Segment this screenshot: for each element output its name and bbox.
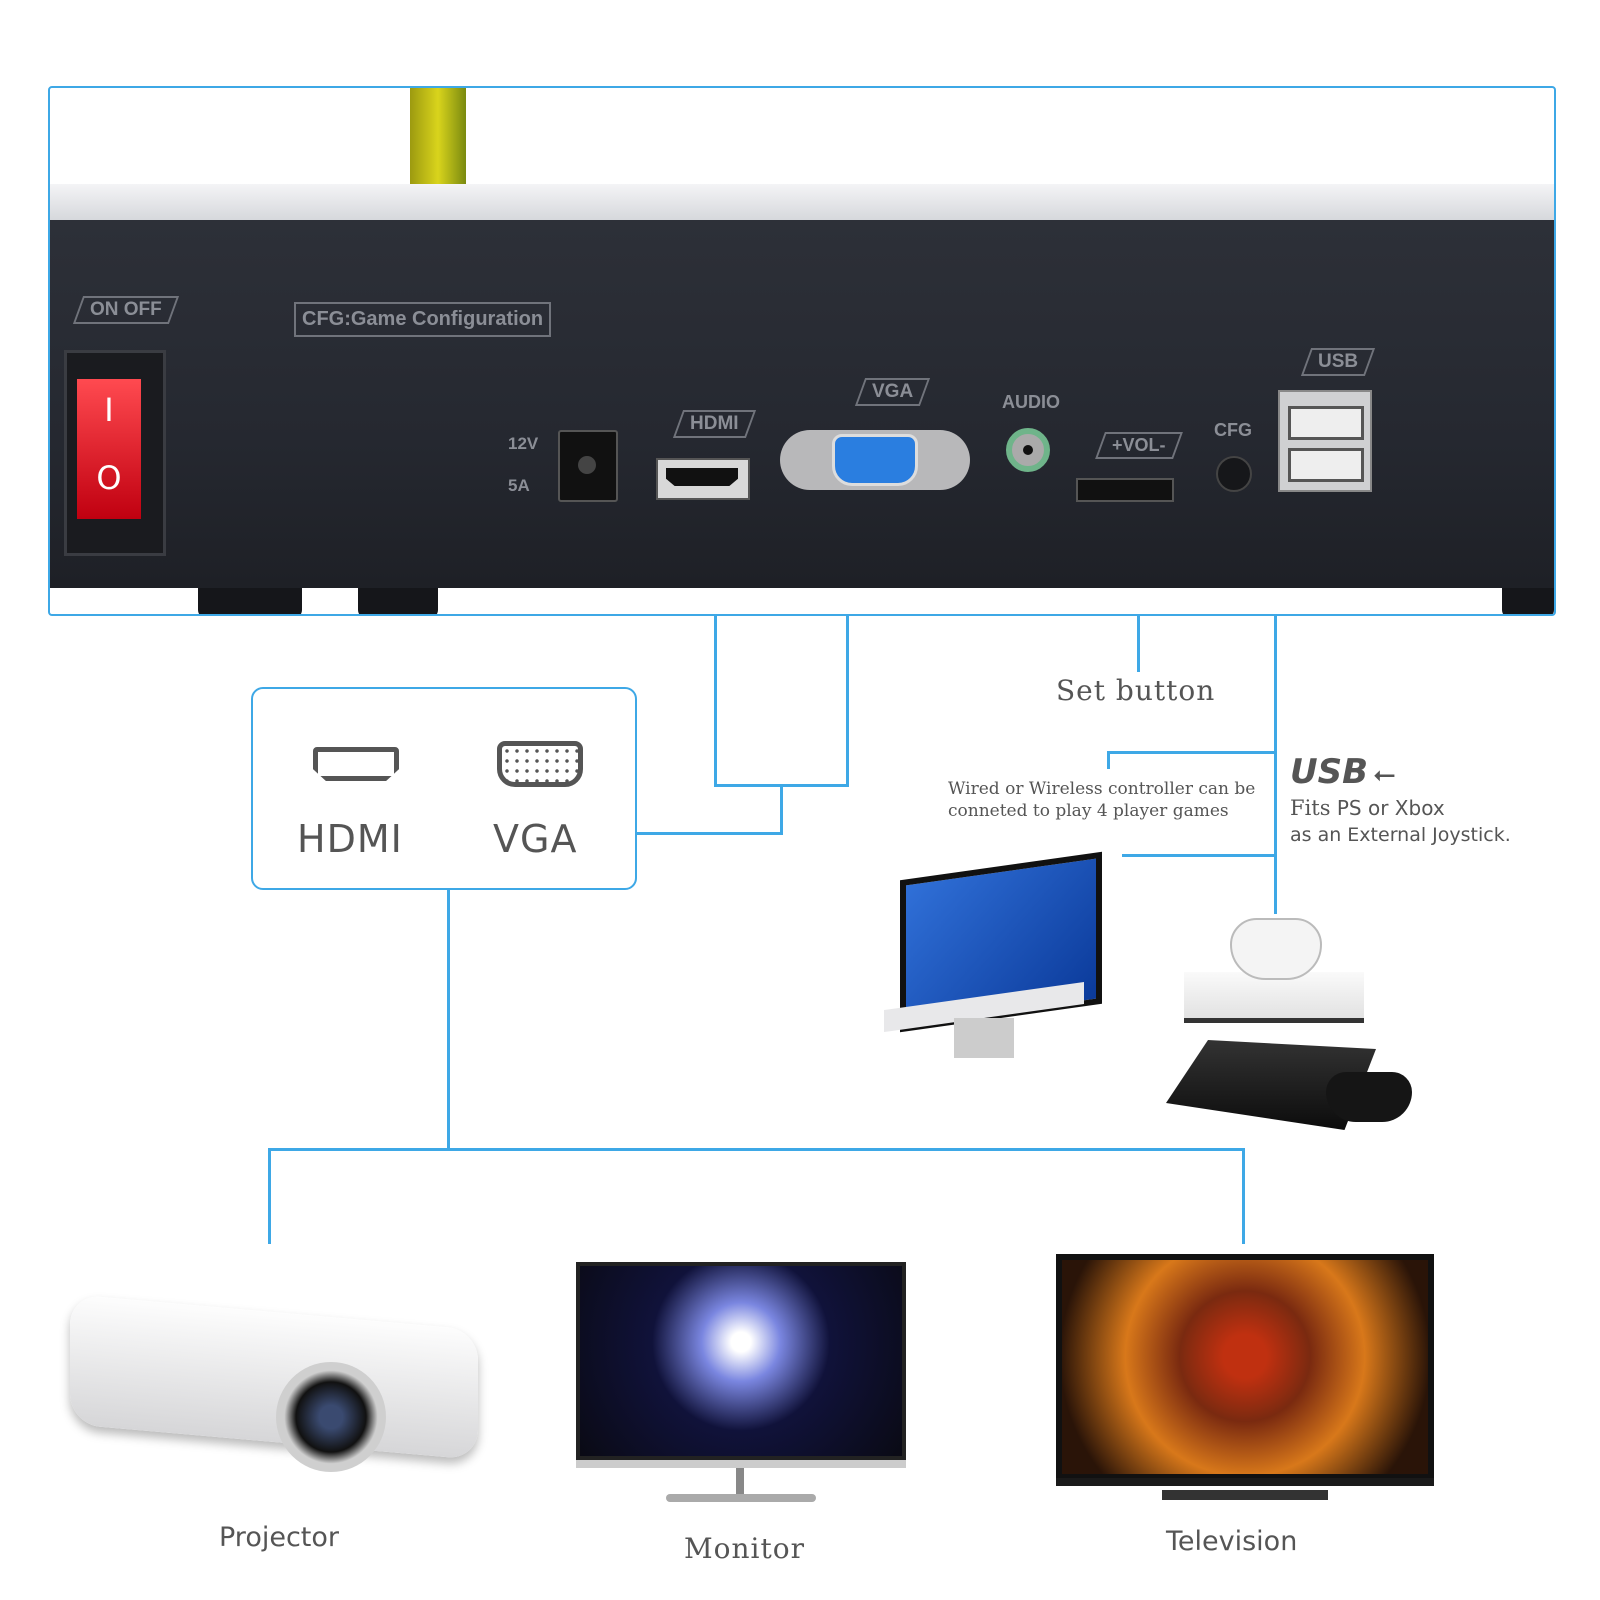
foot	[358, 588, 438, 614]
cfg-caption: CFG:Game Configuration	[294, 302, 552, 337]
connector-line	[1107, 751, 1110, 769]
xbox-console-image	[1184, 972, 1364, 1023]
connector-line	[714, 616, 717, 786]
volume-label: +VOL-	[1095, 432, 1183, 459]
hdmi-port[interactable]	[656, 458, 750, 500]
audio-jack[interactable]	[1006, 428, 1050, 472]
switch-off-mark: O	[96, 459, 122, 497]
connector-line	[846, 616, 849, 786]
vga-output-label: VGA	[493, 817, 578, 861]
acrylic-top	[50, 184, 1554, 220]
foot	[1502, 588, 1554, 614]
connector-line	[447, 890, 450, 1150]
monitor-label: Monitor	[684, 1532, 806, 1565]
connector-line	[1242, 1148, 1245, 1244]
connector-line	[268, 1148, 271, 1244]
projector-image	[70, 1272, 482, 1472]
computer-monitor-image	[884, 846, 1106, 1070]
hdmi-output-label: HDMI	[297, 817, 403, 861]
cfg-button-label: CFG	[1214, 420, 1252, 440]
connector-line	[780, 784, 783, 834]
set-button-caption: Set button	[1056, 674, 1216, 707]
hdmi-icon	[313, 747, 399, 781]
usb-port-label: USB	[1300, 348, 1376, 376]
dc-power-jack[interactable]	[558, 430, 618, 502]
vga-port[interactable]	[780, 430, 970, 490]
hdmi-port-label: HDMI	[672, 410, 756, 438]
television-image	[1056, 1254, 1436, 1514]
television-label: Television	[1166, 1526, 1298, 1557]
cfg-button[interactable]	[1216, 456, 1252, 492]
joystick-cable	[410, 88, 466, 184]
power-switch[interactable]: I O	[64, 350, 166, 556]
audio-label: AUDIO	[1002, 392, 1060, 412]
foot	[198, 588, 302, 614]
volume-control[interactable]	[1076, 478, 1174, 502]
connector-line	[1274, 616, 1277, 914]
connector-line	[1137, 616, 1140, 672]
connector-line	[268, 1148, 1245, 1151]
vga-port-label: VGA	[854, 378, 931, 406]
projector-label: Projector	[219, 1522, 339, 1553]
connector-line	[1122, 854, 1277, 857]
usb-info: USB ⭠ Fits PS or Xbox as an External Joy…	[1290, 752, 1511, 846]
monitor-image	[576, 1262, 906, 1512]
usb-ports[interactable]	[1278, 390, 1372, 492]
connector-line	[1107, 751, 1277, 754]
switch-on-mark: I	[104, 391, 114, 429]
playstation-controller-icon	[1326, 1072, 1412, 1122]
connector-line	[637, 832, 783, 835]
xbox-controller-icon	[1230, 918, 1322, 980]
on-off-label: ON OFF	[72, 296, 179, 324]
vga-icon	[497, 741, 583, 787]
video-output-box: HDMI VGA	[251, 687, 637, 890]
usb-icon: ⭠	[1373, 757, 1396, 790]
